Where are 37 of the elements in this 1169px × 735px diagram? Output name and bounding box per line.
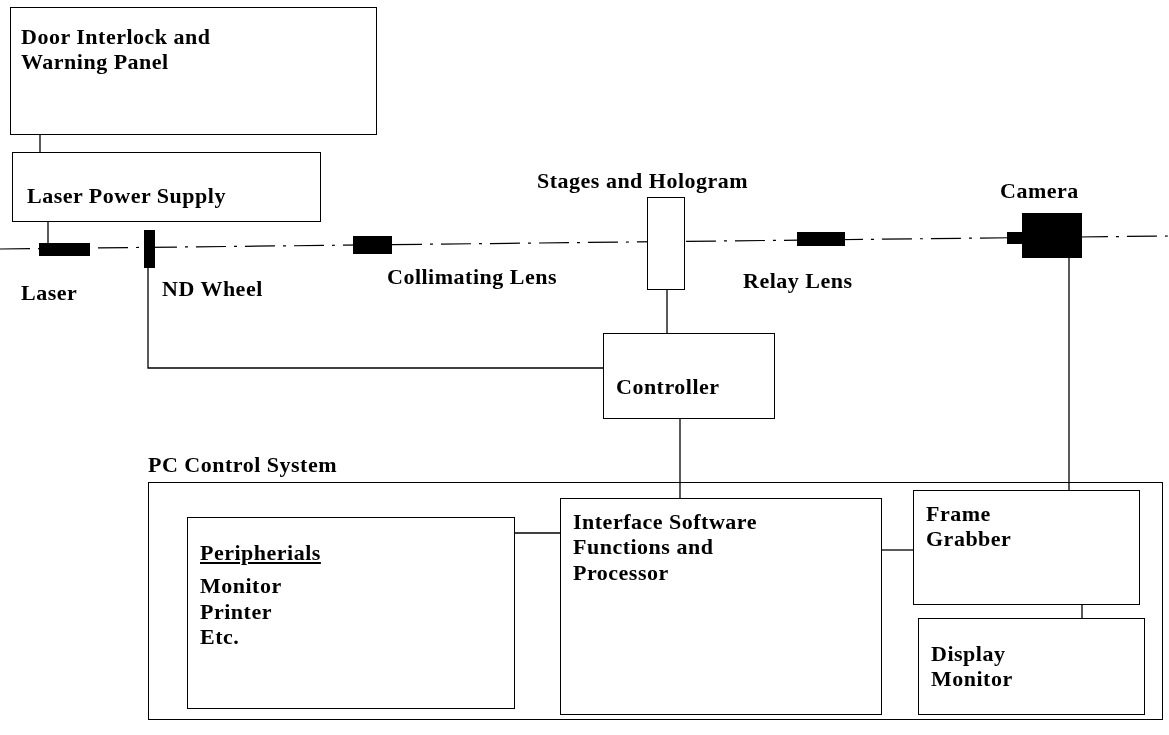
component-label: Laser	[21, 280, 78, 306]
connector-line	[666, 289, 668, 334]
connector-line	[881, 549, 914, 551]
box-text: Door Interlock and Warning Panel	[21, 24, 212, 75]
box-text: Display Monitor	[931, 641, 1013, 692]
process-box	[918, 618, 1145, 715]
process-box	[603, 333, 775, 419]
box-text: Frame Grabber	[926, 501, 1012, 552]
connector-line	[1068, 257, 1070, 491]
box-heading: Peripherials	[200, 540, 322, 566]
optical-element	[797, 232, 845, 246]
optical-element	[39, 243, 90, 256]
component-label: Relay Lens	[743, 268, 853, 294]
box-text: Laser Power Supply	[27, 183, 227, 209]
group-heading: PC Control System	[148, 452, 337, 478]
box-text: Interface Software Functions and Processor	[573, 509, 758, 585]
process-box	[560, 498, 882, 715]
stage-box	[647, 197, 685, 290]
connector-line	[39, 134, 41, 153]
connector-line	[147, 267, 604, 369]
component-label: Stages and Hologram	[537, 168, 749, 194]
optical-element	[144, 230, 155, 268]
process-box	[10, 7, 377, 135]
process-box	[12, 152, 321, 222]
component-label: Camera	[1000, 178, 1079, 204]
component-label: ND Wheel	[162, 276, 263, 302]
box-text: Controller	[616, 374, 721, 400]
box-text: Monitor Printer Etc.	[200, 573, 282, 650]
component-label: Collimating Lens	[387, 264, 557, 290]
connector-line	[47, 221, 49, 244]
connector-line	[1081, 604, 1083, 619]
optical-element	[353, 236, 392, 254]
connector-line	[514, 532, 561, 534]
process-box	[187, 517, 515, 709]
connector-line	[679, 418, 681, 499]
camera-icon	[1007, 213, 1082, 258]
process-box	[913, 490, 1140, 605]
